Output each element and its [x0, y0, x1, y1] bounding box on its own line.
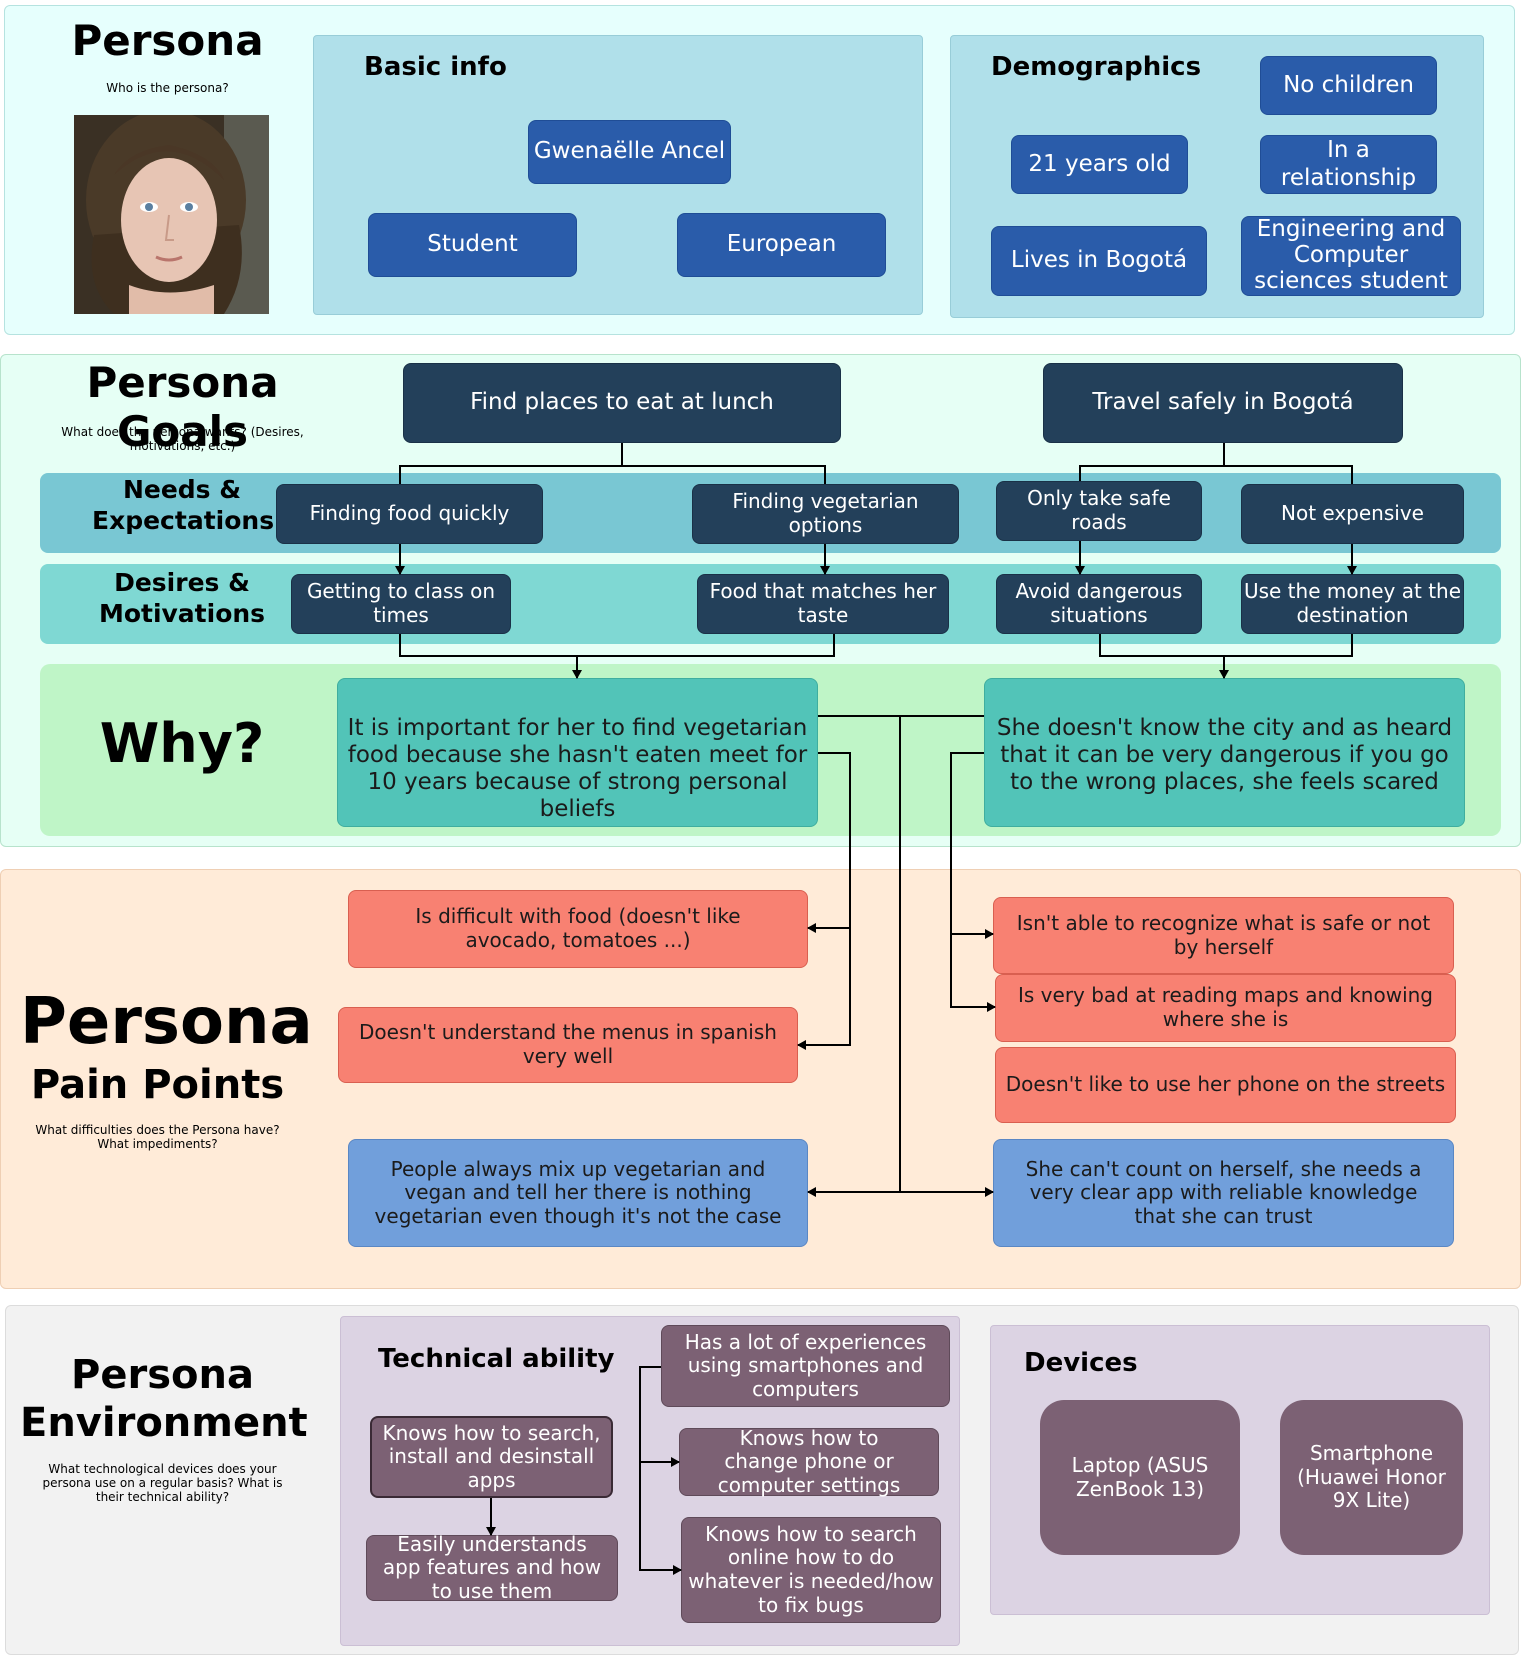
- desire-box-3: Avoid dangerous situations: [996, 574, 1202, 634]
- relationship-box: In a relationship: [1260, 135, 1437, 194]
- device-smartphone: Smartphone (Huawei Honor 9X Lite): [1280, 1400, 1463, 1555]
- devices-heading: Devices: [1024, 1348, 1138, 1378]
- pain-title: Persona: [20, 985, 313, 1059]
- need-box-3: Only take safe roads: [996, 481, 1202, 541]
- pain-shared-left: People always mix up vegetarian and vega…: [348, 1139, 808, 1247]
- pain-left-1: Is difficult with food (doesn't like avo…: [348, 890, 808, 968]
- goals-subtitle: What does the persona wants? (Desires, m…: [61, 425, 304, 453]
- connector-desire1-why: [399, 634, 582, 679]
- persona-subtitle: Who is the persona?: [106, 81, 229, 95]
- connector-why-food-pain-2: [797, 928, 851, 1050]
- env-title: Persona: [71, 1352, 254, 1398]
- desire-box-4: Use the money at the destination: [1241, 574, 1464, 634]
- technical-heading: Technical ability: [378, 1344, 615, 1374]
- tech-box-experience: Has a lot of experiences using smartphon…: [661, 1325, 950, 1407]
- basic-info-heading: Basic info: [364, 52, 507, 82]
- needs-label: Needs & Expectations: [92, 475, 275, 535]
- portrait-image: [74, 115, 269, 314]
- connector-desire4-why: [1224, 634, 1353, 657]
- connector-goal2-split: [1079, 443, 1225, 481]
- need-box-2: Finding vegetarian options: [692, 484, 959, 544]
- goal-travel-box: Travel safely in Bogotá: [1043, 363, 1403, 443]
- connector-why-safety-pain: [950, 752, 994, 939]
- connector-why-food-pain: [807, 752, 851, 933]
- student-box: Student: [368, 213, 577, 277]
- tech-box-search-install: Knows how to search, install and desinst…: [370, 1416, 613, 1498]
- demographics-heading: Demographics: [991, 52, 1202, 82]
- env-title-2: Environment: [20, 1400, 308, 1446]
- persona-photo: [74, 115, 269, 314]
- connector-goal1-split: [399, 443, 623, 484]
- connector-goal1-split-right: [622, 465, 826, 484]
- desires-label: Desires & Motivations: [98, 568, 266, 628]
- connector-desire2-why: [577, 634, 835, 657]
- pain-right-3: Doesn't like to use her phone on the str…: [995, 1047, 1456, 1123]
- need-box-4: Not expensive: [1241, 484, 1464, 544]
- tech-box-app-features: Easily understands app features and how …: [366, 1532, 618, 1603]
- goal-eat-box: Find places to eat at lunch: [403, 363, 841, 443]
- why-box-food: It is important for her to find vegetari…: [337, 678, 818, 827]
- pain-subtitle: What difficulties does the Persona have?…: [35, 1123, 280, 1151]
- need-box-1: Finding food quickly: [276, 484, 543, 544]
- env-subtitle: What technological devices does your per…: [42, 1462, 283, 1504]
- location-box: Lives in Bogotá: [991, 226, 1207, 296]
- desire-box-2: Food that matches her taste: [697, 574, 949, 634]
- connector-goal2-split-right: [1224, 465, 1353, 484]
- desire-box-1: Getting to class on times: [291, 574, 511, 634]
- pain-right-2: Is very bad at reading maps and knowing …: [995, 974, 1456, 1042]
- connector-why-safety-pain-2: [950, 934, 996, 1012]
- age-box: 21 years old: [1011, 135, 1188, 194]
- device-laptop: Laptop (ASUS ZenBook 13): [1040, 1400, 1240, 1555]
- study-box: Engineering and Computer sciences studen…: [1241, 216, 1461, 296]
- why-label: Why?: [99, 712, 265, 775]
- goals-title: Persona Goals: [86, 358, 279, 456]
- no-children-box: No children: [1260, 56, 1437, 115]
- persona-title: Persona: [71, 16, 264, 65]
- name-box: Gwenaëlle Ancel: [528, 120, 731, 184]
- pain-shared-right: She can't count on herself, she needs a …: [993, 1139, 1454, 1247]
- connector-desire3-why: [1099, 634, 1229, 679]
- tech-box-settings: Knows how to change phone or computer se…: [679, 1426, 939, 1497]
- european-box: European: [677, 213, 886, 277]
- pain-right-1: Isn't able to recognize what is safe or …: [993, 897, 1454, 974]
- connector-tech-branch: [639, 1366, 682, 1575]
- tech-box-search-online: Knows how to search online how to do wha…: [681, 1517, 941, 1623]
- pain-title-2: Pain Points: [30, 1062, 285, 1108]
